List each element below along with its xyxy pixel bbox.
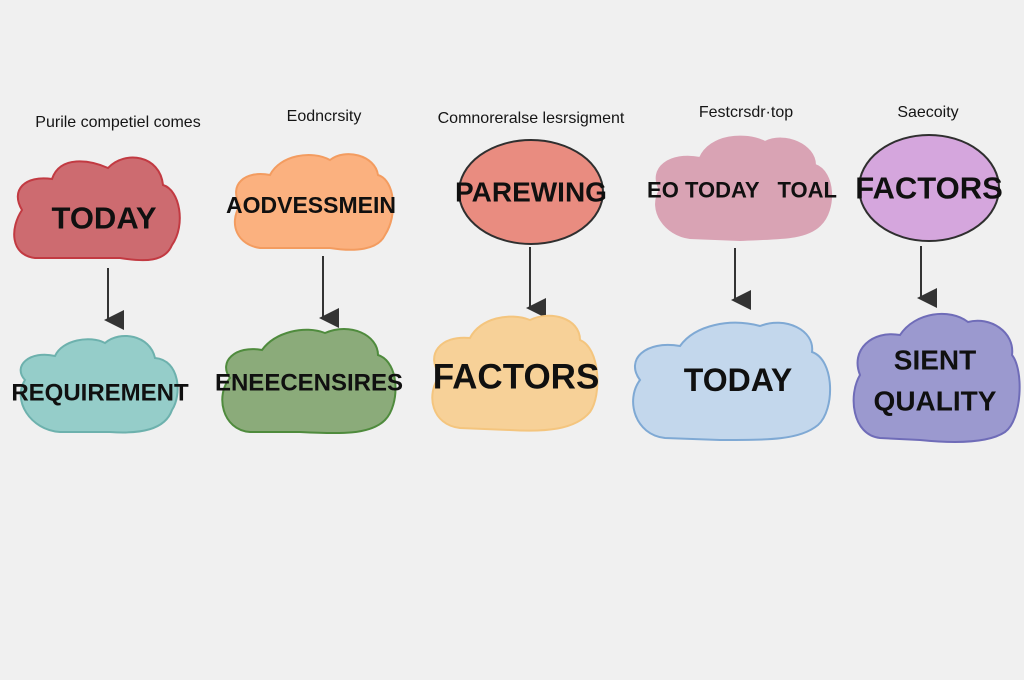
node-quality-label: QUALITY	[874, 386, 997, 417]
node-factors-ellipse	[858, 134, 1000, 242]
node-today-label: TODAY	[51, 201, 156, 236]
node-aodvessmein-cloud	[233, 153, 395, 251]
column-1: TODAY REQUIREMENT	[11, 156, 189, 434]
node-factors-ellipse-label: FACTORS	[855, 171, 1003, 206]
node-sient-quality-cloud	[852, 312, 1021, 443]
node-today-bottom-label: TODAY	[684, 362, 792, 398]
column-heading-3: Comnoreralse lesrsigment	[437, 110, 625, 127]
node-factors-cloud	[431, 314, 599, 432]
column-5: FACTORS SIENT QUALITY	[852, 134, 1021, 443]
node-today-cloud	[13, 156, 181, 262]
node-requirement-label: REQUIREMENT	[11, 380, 189, 407]
column-heading-2: Eodncrsity	[286, 108, 362, 125]
column-heading-4: Festcrsdr·top	[698, 104, 794, 121]
column-4: EO TODAY TOAL TODAY	[632, 135, 837, 442]
node-eo-today-toal-cloud	[655, 135, 832, 242]
node-requirement-cloud	[19, 335, 179, 434]
node-sient-label: SIENT	[894, 345, 976, 376]
node-eneecensires-cloud	[221, 328, 397, 435]
node-parewing-ellipse	[458, 139, 604, 245]
node-eneecensires-label: ENEECENSIRES	[215, 370, 403, 397]
column-heading-5: Saecoity	[897, 104, 959, 121]
node-parewing-label: PAREWING	[455, 177, 607, 208]
column-2: AODVESSMEIN ENEECENSIRES	[215, 153, 403, 435]
node-eo-today-toal-label: EO TODAY TOAL	[647, 178, 837, 203]
node-factors-label: FACTORS	[433, 358, 600, 397]
column-3: PAREWING FACTORS	[431, 139, 607, 432]
node-today-bottom-cloud	[632, 321, 831, 442]
column-heading-1: Purile competiel comes	[35, 114, 201, 131]
node-aodvessmein-label: AODVESSMEIN	[226, 192, 396, 218]
